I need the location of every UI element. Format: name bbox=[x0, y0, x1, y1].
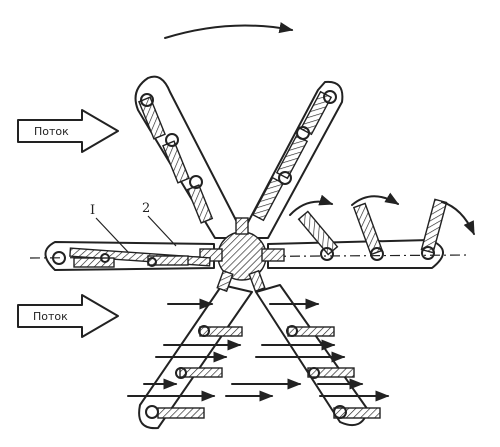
arm-right bbox=[267, 239, 444, 269]
flow-arrow-bottom: Поток bbox=[17, 294, 119, 338]
blades-right-arm bbox=[289, 192, 475, 261]
blades-left-arm bbox=[52, 247, 211, 268]
label-part-2: 2 bbox=[142, 201, 150, 216]
rotation-direction-arrow bbox=[164, 22, 294, 39]
blades-lower-arms bbox=[145, 325, 381, 419]
central-hub bbox=[199, 217, 285, 293]
label-part-1: I bbox=[90, 203, 95, 218]
blades-upper-left bbox=[138, 93, 214, 224]
flow-label-bottom: Поток bbox=[33, 310, 68, 323]
callout-2: 2 bbox=[142, 201, 177, 247]
blades-upper-right bbox=[251, 90, 337, 222]
arm-left bbox=[44, 241, 215, 271]
callout-1: I bbox=[90, 203, 129, 253]
flow-arrow-top: Поток bbox=[17, 109, 119, 153]
arm-lower-right bbox=[255, 284, 369, 426]
flow-label-top: Поток bbox=[34, 125, 69, 138]
flow-lines-lower bbox=[127, 298, 390, 402]
arm-lower-left bbox=[138, 284, 253, 430]
